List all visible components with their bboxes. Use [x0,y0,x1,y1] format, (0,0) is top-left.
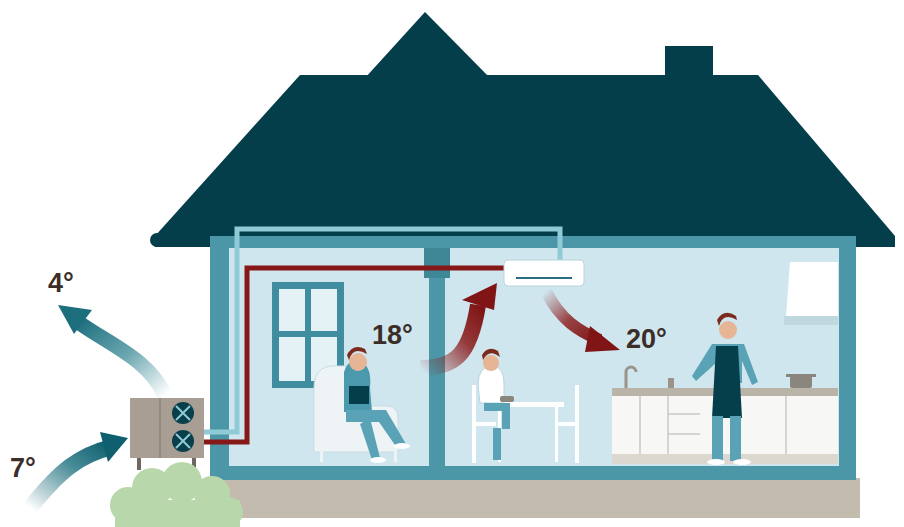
heat-pump-unit [176,406,190,448]
house-walls [210,236,856,480]
house-walls [210,236,856,480]
window [311,289,337,331]
kitchen [785,396,787,454]
house-walls [424,248,450,278]
warm-air-arrow [420,305,478,368]
warm-air-arrow [462,283,497,310]
kitchen [612,454,838,464]
child-at-table [482,349,500,360]
warm-air-arrow [546,291,620,352]
kitchen [667,396,669,454]
roof [155,75,895,247]
room-air-temperature: 18° [372,322,413,349]
cook [719,321,737,339]
kitchen [668,378,674,388]
air-out-arrow [58,305,92,334]
refrigerant-pipes [200,229,560,432]
cook [733,459,751,465]
cook [717,313,737,326]
kitchen [784,316,838,325]
warm-air-arrow [420,283,497,368]
window [279,289,305,331]
man-reading [349,386,369,404]
cook [707,459,725,465]
house-walls [229,248,839,466]
heat-pump-unit [130,398,204,470]
man-reading [370,457,386,463]
kitchen [790,376,812,388]
child-at-table [472,422,496,426]
kitchen [668,413,700,415]
kitchen [612,262,838,464]
roof [150,233,164,247]
man-reading [349,353,367,371]
cook [712,416,723,461]
man-reading [347,347,367,360]
child-at-table [500,396,514,402]
warm-air-arrow [585,326,620,352]
man-reading [320,448,323,462]
air-out-arrow [58,305,165,396]
air-in-arrow [100,432,128,462]
cook [712,346,742,418]
man-reading [314,347,410,463]
child-at-table [484,403,510,429]
man-reading [360,418,380,460]
heat-pump-unit [159,398,161,458]
inlet-air-temperature: 7° [10,455,36,482]
indoor-unit [516,277,572,279]
kitchen [668,433,700,435]
roof [150,12,895,247]
roof [365,12,490,78]
cook [730,416,741,461]
heat-pump-unit [137,456,141,470]
heat-pump-unit [130,398,204,458]
supply-air-temperature: 20° [626,326,667,353]
indoor-unit [504,260,584,286]
kitchen [639,396,641,454]
bush [115,500,240,527]
ground [205,478,860,518]
air-out-arrow [78,322,165,396]
indoor-unit [504,260,584,286]
child-at-table [483,355,499,371]
air-in-arrow [30,447,112,508]
man-reading [394,448,397,462]
kitchen [786,262,838,318]
child-at-table [493,428,501,460]
outlet-air-temperature: 4° [48,270,74,297]
kitchen [626,367,636,388]
kitchen [786,374,816,377]
child-at-table [555,407,558,462]
window [279,337,305,381]
bush [110,462,243,527]
ground [205,478,860,518]
child-at-table [472,349,579,463]
cook [692,313,758,465]
child-at-table [555,422,579,426]
